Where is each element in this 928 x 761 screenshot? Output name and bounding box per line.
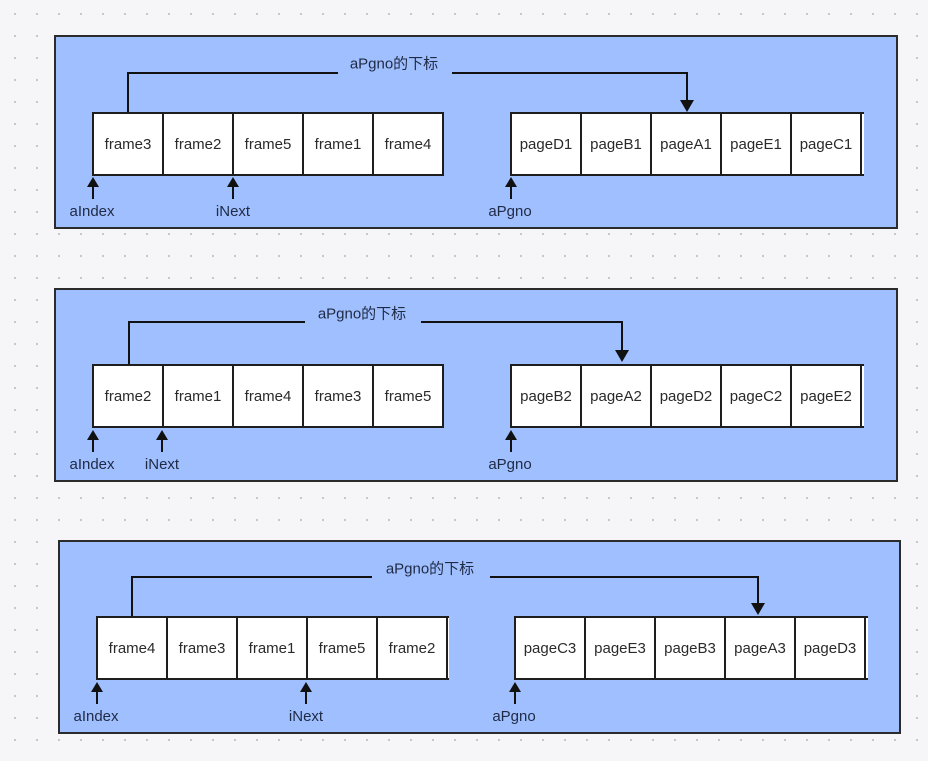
page-cell: pageD3 — [796, 618, 866, 678]
aindex-array-2: frame2 frame1 frame4 frame3 frame5 — [92, 364, 444, 428]
apgno-label-2: aPgno — [488, 456, 532, 473]
aindex-label-1: aIndex — [69, 203, 115, 220]
page-cell: pageD2 — [652, 366, 722, 426]
page-cell: pageA1 — [652, 114, 722, 174]
frame-cell: frame4 — [98, 618, 168, 678]
frame-cell: frame2 — [164, 114, 234, 174]
inext-label-1: iNext — [215, 203, 251, 220]
page-cell: pageC2 — [722, 366, 792, 426]
apgno-label-1: aPgno — [488, 203, 532, 220]
frame-cell: frame5 — [234, 114, 304, 174]
frame-cell: frame4 — [374, 114, 444, 174]
index-title-3: aPgno的下标 — [377, 557, 483, 579]
index-title-2: aPgno的下标 — [309, 302, 415, 324]
aindex-array-1: frame3 frame2 frame5 frame1 frame4 — [92, 112, 444, 176]
frame-cell: frame1 — [164, 366, 234, 426]
aindex-label-3: aIndex — [73, 708, 119, 725]
page-cell: pageD1 — [512, 114, 582, 174]
page-cell: pageB2 — [512, 366, 582, 426]
frame-cell: frame2 — [378, 618, 448, 678]
page-cell: pageE3 — [586, 618, 656, 678]
frame-cell: frame1 — [238, 618, 308, 678]
page-cell: pageA3 — [726, 618, 796, 678]
page-cell: pageB3 — [656, 618, 726, 678]
index-title-1: aPgno的下标 — [341, 52, 447, 74]
page-cell: pageB1 — [582, 114, 652, 174]
inext-label-2: iNext — [144, 456, 180, 473]
page-cell: pageA2 — [582, 366, 652, 426]
apgno-array-1: pageD1 pageB1 pageA1 pageE1 pageC1 — [510, 112, 864, 176]
frame-cell: frame1 — [304, 114, 374, 174]
inext-label-3: iNext — [288, 708, 324, 725]
aindex-array-3: frame4 frame3 frame1 frame5 frame2 — [96, 616, 449, 680]
page-cell: pageE1 — [722, 114, 792, 174]
frame-cell: frame5 — [374, 366, 444, 426]
page-cell: pageC1 — [792, 114, 862, 174]
apgno-array-2: pageB2 pageA2 pageD2 pageC2 pageE2 — [510, 364, 864, 428]
frame-cell: frame5 — [308, 618, 378, 678]
frame-cell: frame3 — [304, 366, 374, 426]
frame-cell: frame2 — [94, 366, 164, 426]
page-cell: pageE2 — [792, 366, 862, 426]
frame-cell: frame4 — [234, 366, 304, 426]
frame-cell: frame3 — [168, 618, 238, 678]
aindex-label-2: aIndex — [69, 456, 115, 473]
page-cell: pageC3 — [516, 618, 586, 678]
apgno-array-3: pageC3 pageE3 pageB3 pageA3 pageD3 — [514, 616, 868, 680]
apgno-label-3: aPgno — [492, 708, 536, 725]
frame-cell: frame3 — [94, 114, 164, 174]
